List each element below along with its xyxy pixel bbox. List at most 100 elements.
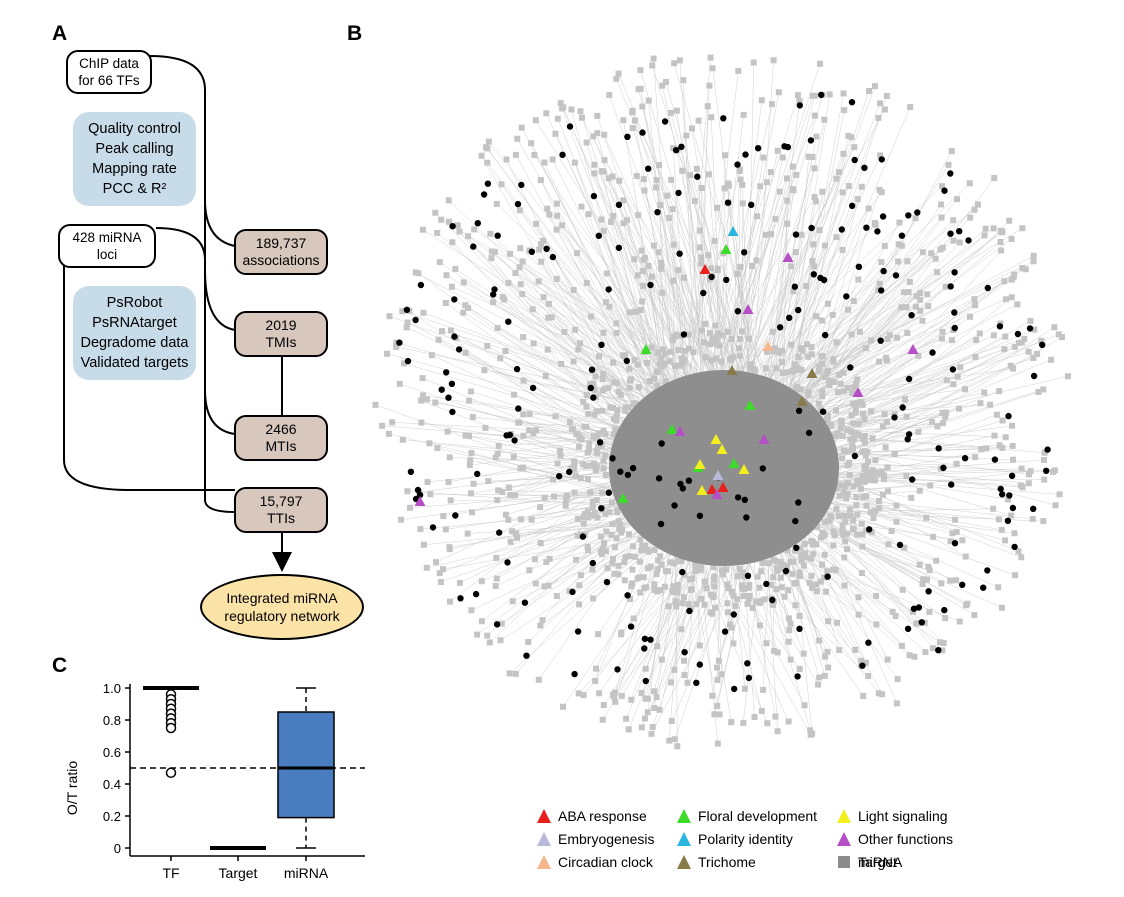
legend-label: Target (858, 854, 897, 870)
triangle-marker-icon (677, 809, 691, 823)
outlier-point (165, 767, 177, 779)
legend-item: Floral development (676, 808, 817, 824)
legend-item: Light signaling (836, 808, 948, 824)
function-node (706, 484, 718, 494)
qc-line-1: Quality control (88, 121, 181, 137)
function-node (710, 434, 722, 444)
triangle-marker-icon (837, 832, 851, 846)
ttis-label: TTIs (266, 510, 295, 526)
function-node (728, 458, 740, 468)
y-tick-label: 0.6 (103, 745, 121, 760)
x-tick-label: TF (162, 865, 179, 881)
triangle-marker-icon (537, 832, 551, 846)
network-line-2: regulatory network (224, 608, 340, 624)
y-tick-label: 0 (114, 841, 121, 856)
ttis-count: 15,797 (259, 493, 303, 509)
network-line-1: Integrated miRNA (226, 590, 338, 606)
function-node (907, 344, 919, 354)
function-node (720, 244, 732, 254)
function-node (782, 252, 794, 262)
legend-label: Circadian clock (558, 854, 653, 870)
connector-associations (204, 199, 236, 247)
legend: ABA response Floral development Light sign… (536, 808, 956, 888)
panel-label-b: B (347, 22, 363, 45)
connector-mirna-down (63, 246, 235, 491)
network-graph (372, 54, 1071, 750)
qc-box: Quality control Peak calling Mapping rat… (73, 112, 196, 206)
mirna-loci-line-2: loci (96, 247, 118, 262)
legend-item: Embryogenesis (536, 831, 655, 847)
function-node (738, 464, 750, 474)
legend-item: Circadian clock (536, 854, 653, 870)
target-tools-line-1: PsRobot (106, 295, 163, 311)
y-axis-label: O/T ratio (64, 761, 80, 815)
y-tick-label: 0.8 (103, 713, 121, 728)
legend-item: Target (836, 854, 897, 870)
function-node (796, 396, 808, 406)
outlier-point (165, 722, 177, 734)
connector-tmis-from-chip (204, 269, 236, 331)
connector-mtis (204, 389, 236, 435)
triangle-marker-icon (537, 809, 551, 823)
triangle-marker-icon (677, 855, 691, 869)
y-tick-label: 1.0 (103, 681, 121, 696)
target-tools-line-2: PsRNAtarget (92, 315, 177, 331)
function-node (666, 424, 678, 434)
target-tools-box: PsRobot PsRNAtarget Degradome data Valid… (73, 286, 196, 380)
function-node (758, 434, 770, 444)
target-tools-line-3: Degradome data (80, 335, 189, 351)
tmis-count: 2019 (265, 317, 297, 333)
function-node (727, 226, 739, 236)
legend-label: Light signaling (858, 808, 948, 824)
legend-label: miRNA (858, 854, 903, 870)
target-tools-line-4: Validated targets (80, 355, 189, 371)
network-ellipse: Integrated miRNA regulatory network (200, 574, 364, 640)
function-node (716, 444, 728, 454)
x-tick-label: Target (219, 865, 258, 881)
function-node (674, 426, 686, 436)
chip-line-2: for 66 TFs (78, 73, 140, 88)
function-node (694, 459, 706, 469)
legend-item: Polarity identity (676, 831, 793, 847)
triangle-marker-icon (677, 832, 691, 846)
network-core (609, 370, 839, 566)
function-node (711, 489, 723, 499)
qc-line-2: Peak calling (95, 141, 174, 157)
flowchart-connectors (63, 55, 292, 572)
chip-line-1: ChIP data (79, 56, 139, 71)
legend-item: Trichome (676, 854, 756, 870)
legend-label: Embryogenesis (558, 831, 655, 847)
arrow-head (272, 552, 292, 572)
tmis-label: TMIs (265, 334, 297, 350)
function-node (699, 264, 711, 274)
function-node (696, 485, 708, 495)
function-node (414, 496, 426, 506)
chip-data-box: ChIP data for 66 TFs (66, 50, 152, 94)
y-tick-label: 0.4 (103, 777, 121, 792)
x-tick-label: miRNA (284, 865, 329, 881)
function-node (762, 341, 774, 351)
legend-label: Polarity identity (698, 831, 793, 847)
mtis-count: 2466 (265, 421, 297, 437)
mirna-loci-line-1: 428 miRNA (72, 230, 142, 245)
qc-line-4: PCC & R² (102, 181, 167, 197)
box (277, 711, 335, 819)
associations-count: 189,737 (255, 235, 307, 251)
legend-item: Other functions (836, 831, 953, 847)
function-node (712, 470, 724, 480)
function-node (742, 304, 754, 314)
connector-chip (149, 55, 236, 513)
legend-item: ABA response (536, 808, 647, 824)
network-function-nodes (414, 226, 919, 506)
function-node (640, 344, 652, 354)
function-node (617, 493, 629, 503)
function-node (726, 365, 738, 375)
triangle-marker-icon (837, 809, 851, 823)
function-node (717, 482, 729, 492)
